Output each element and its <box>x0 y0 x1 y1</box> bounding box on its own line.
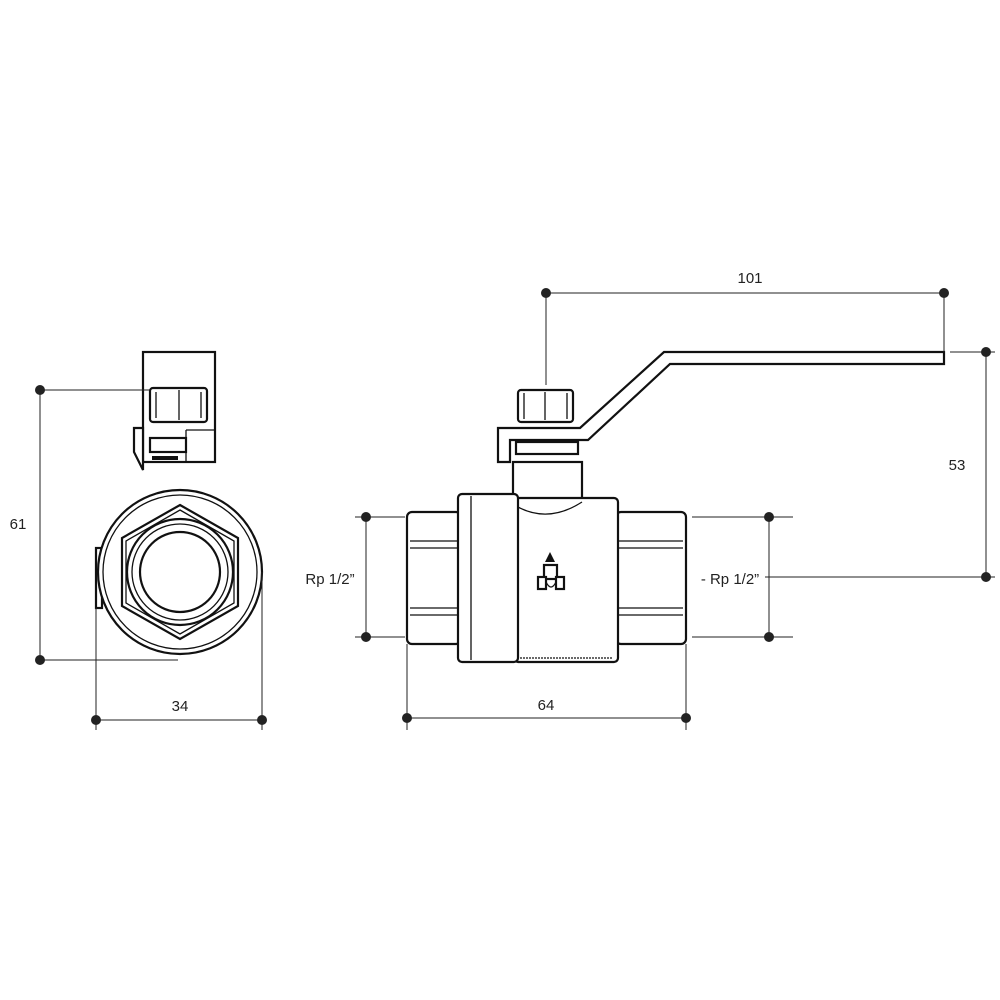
dimension-thread-left-label: Rp 1/2” <box>305 571 354 588</box>
dimension-lines <box>35 288 995 730</box>
valve-body <box>512 496 620 664</box>
brand-logo-icon <box>536 552 566 591</box>
side-view <box>94 350 264 656</box>
handle-tab <box>132 426 145 471</box>
dimension-width-side-label: 34 <box>172 698 189 715</box>
gland-nut <box>514 440 580 456</box>
dimension-lever-length-label: 101 <box>737 270 762 287</box>
bore <box>138 530 222 614</box>
dimension-height-side-label: 61 <box>10 516 27 533</box>
dimension-thread-right-label: - Rp 1/2” <box>701 571 759 588</box>
body-collar <box>456 492 520 664</box>
dimension-lever-height-label: 53 <box>949 457 966 474</box>
left-end <box>405 510 463 646</box>
lever-handle <box>496 350 946 464</box>
dimension-length-label: 64 <box>538 697 555 714</box>
gland <box>148 436 188 454</box>
front-view <box>405 350 946 664</box>
right-end <box>614 510 688 646</box>
neck <box>511 460 584 504</box>
